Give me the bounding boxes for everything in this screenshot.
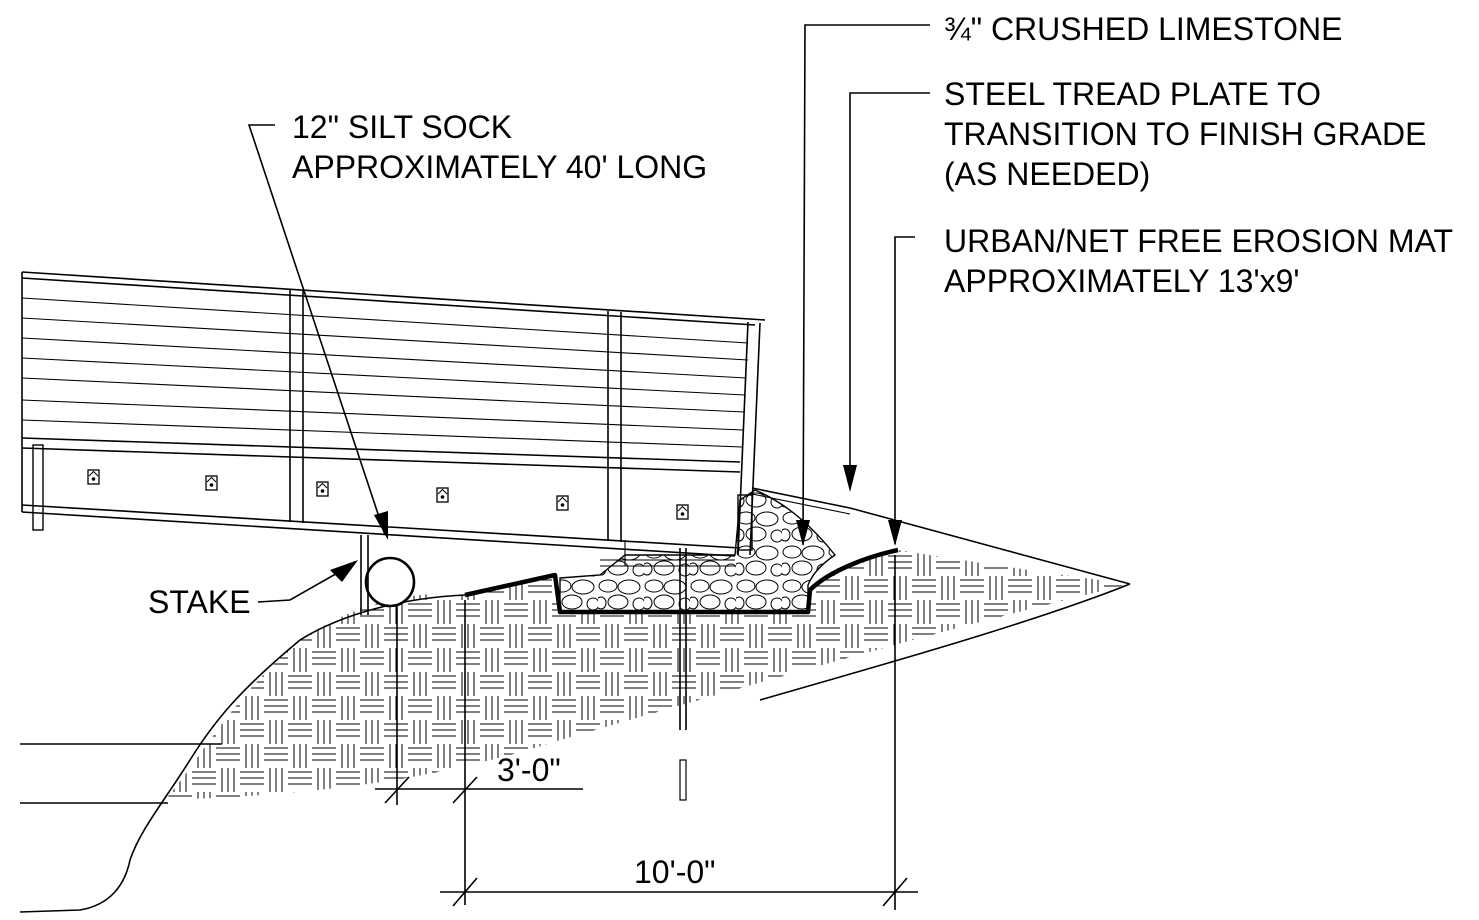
dimension-label-10ft: 10'-0"	[634, 854, 716, 890]
dimension-10ft	[440, 555, 918, 910]
label-erosion-mat-line1: URBAN/NET FREE EROSION MAT	[944, 223, 1453, 259]
label-silt-sock-line2: APPROXIMATELY 40' LONG	[292, 149, 707, 185]
dimension-3ft	[375, 600, 583, 905]
dimension-label-3ft: 3'-0"	[497, 752, 561, 788]
label-stake: STAKE	[148, 584, 251, 620]
label-tread-plate-line3: (AS NEEDED)	[944, 156, 1150, 192]
silt-sock	[364, 556, 416, 608]
label-crushed-limestone: ¾" CRUSHED LIMESTONE	[944, 11, 1342, 47]
steel-tread-plate	[751, 487, 1131, 585]
erosion-mat-line	[464, 547, 899, 615]
stake	[360, 535, 369, 615]
label-tread-plate-line1: STEEL TREAD PLATE TO	[944, 76, 1321, 112]
tread-plate-edge	[751, 493, 851, 515]
bridge-structure	[21, 271, 766, 801]
label-tread-plate-line2: TRANSITION TO FINISH GRADE	[944, 116, 1426, 152]
beam-markers	[87, 469, 689, 520]
leader-lines	[247, 24, 930, 603]
ground-soil	[19, 550, 1131, 913]
crushed-limestone	[559, 489, 837, 613]
label-silt-sock-line1: 12" SILT SOCK	[292, 109, 512, 145]
label-erosion-mat-line2: APPROXIMATELY 13'x9'	[944, 263, 1299, 299]
